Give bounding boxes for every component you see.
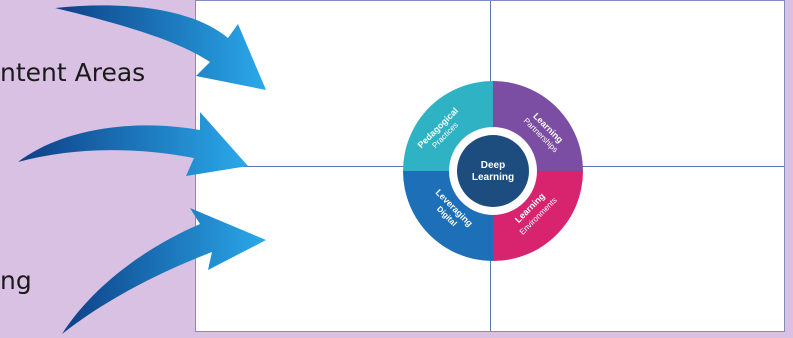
- center-title-2: Learning: [472, 172, 514, 183]
- arrow-middle: [18, 112, 248, 176]
- learning-label: ng: [0, 266, 32, 295]
- center-circle: [457, 135, 529, 207]
- arrow-bottom: [62, 208, 266, 334]
- arrow-top: [55, 5, 266, 90]
- deep-learning-wheel: Deep Learning Pedagogical Practices Lear…: [403, 81, 583, 261]
- content-areas-label: ntent Areas: [0, 58, 146, 87]
- center-arrows: [449, 127, 537, 215]
- center-title-1: Deep: [481, 160, 505, 171]
